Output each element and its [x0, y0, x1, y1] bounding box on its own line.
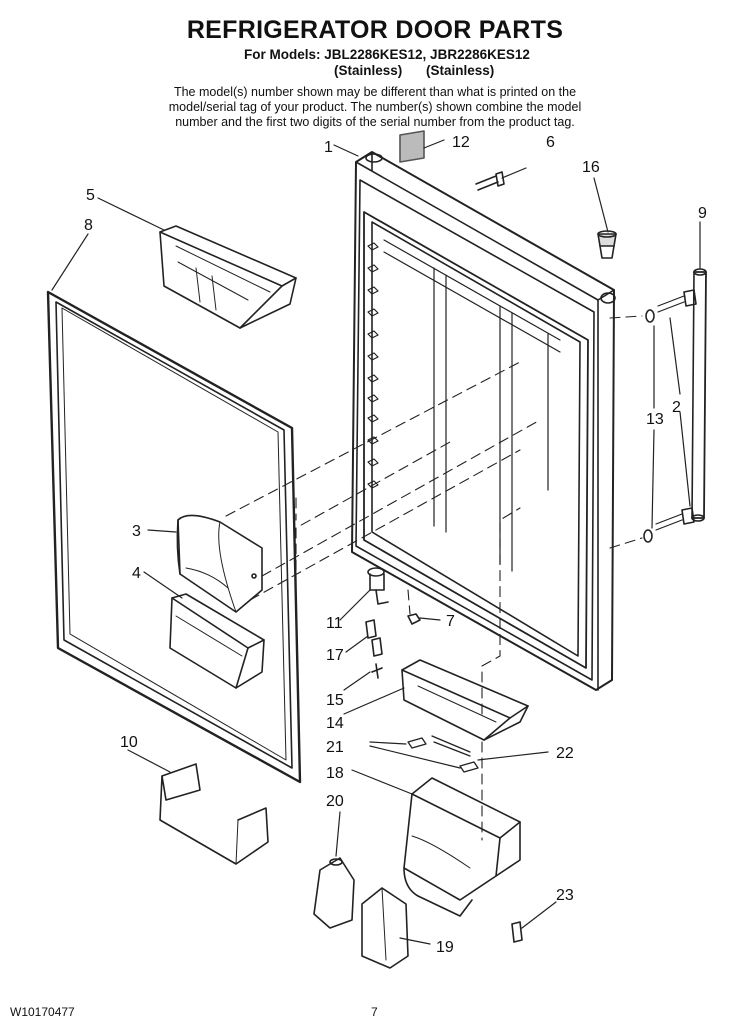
top-screw: [475, 171, 505, 191]
callout-10: 10: [120, 734, 138, 751]
callout-23: 23: [556, 887, 574, 904]
door-shelf-bin: [159, 225, 297, 329]
note-line-2: model/serial tag of your product. The nu…: [168, 100, 582, 114]
callout-21: 21: [326, 739, 344, 756]
handle-mounting-screws: [643, 289, 697, 543]
callout-8: 8: [84, 217, 93, 234]
dispenser-housing: [403, 777, 521, 917]
door-gasket: [46, 290, 302, 784]
callout-2: 2: [672, 399, 681, 416]
door-handle: [691, 268, 707, 522]
models-line: For Models: JBL2286KES12, JBR2286KES12: [244, 47, 530, 62]
page-number: 7: [371, 1005, 378, 1019]
model-note: The model(s) number shown may be differe…: [0, 85, 750, 130]
callout-15: 15: [326, 692, 344, 709]
callout-18: 18: [326, 765, 344, 782]
page-title: REFRIGERATOR DOOR PARTS: [186, 16, 564, 44]
callout-1: 1: [324, 139, 333, 156]
callout-13: 13: [646, 411, 664, 428]
utility-bin: [159, 763, 269, 865]
callout-20: 20: [326, 793, 344, 810]
callout-9: 9: [698, 205, 707, 222]
dairy-door: [176, 514, 263, 613]
callout-labels: 1 12 6 16 5 8 9 2 13 3 4 11 7 17 15 14 1…: [84, 134, 707, 956]
callout-12: 12: [452, 134, 470, 151]
callout-3: 3: [132, 523, 141, 540]
leader-lines: [51, 139, 701, 945]
callout-22: 22: [556, 745, 574, 762]
callout-14: 14: [326, 715, 344, 732]
dairy-bin: [169, 593, 265, 689]
right-dispenser-cap: [361, 887, 409, 969]
retaining-clip: [511, 921, 523, 943]
callout-11: 11: [326, 615, 343, 632]
finish-label-2: (Stainless): [426, 63, 495, 78]
document-number: W10170477: [10, 1005, 75, 1019]
dispenser-linkage: [407, 735, 479, 773]
bin-support-tabs: [367, 242, 379, 489]
callout-5: 5: [86, 187, 95, 204]
note-line-1: The model(s) number shown may be differe…: [173, 85, 577, 99]
callout-16: 16: [582, 159, 600, 176]
callout-19: 19: [436, 939, 454, 956]
callout-4: 4: [132, 565, 141, 582]
bottom-hinge-assembly: [365, 567, 389, 679]
note-line-3: number and the first two digits of the s…: [175, 115, 575, 129]
callout-17: 17: [326, 647, 344, 664]
left-dispenser-cap: [313, 857, 355, 929]
finish-label-1: (Stainless): [334, 63, 403, 78]
callout-7: 7: [446, 613, 455, 630]
hinge-nut: [407, 613, 421, 625]
door-outer-panel: [351, 151, 616, 691]
door-plug: [597, 230, 617, 259]
assembly-dashed-lines: [225, 315, 643, 841]
lower-door-bin: [401, 659, 529, 741]
model-label: [399, 130, 425, 163]
callout-6: 6: [546, 134, 555, 151]
